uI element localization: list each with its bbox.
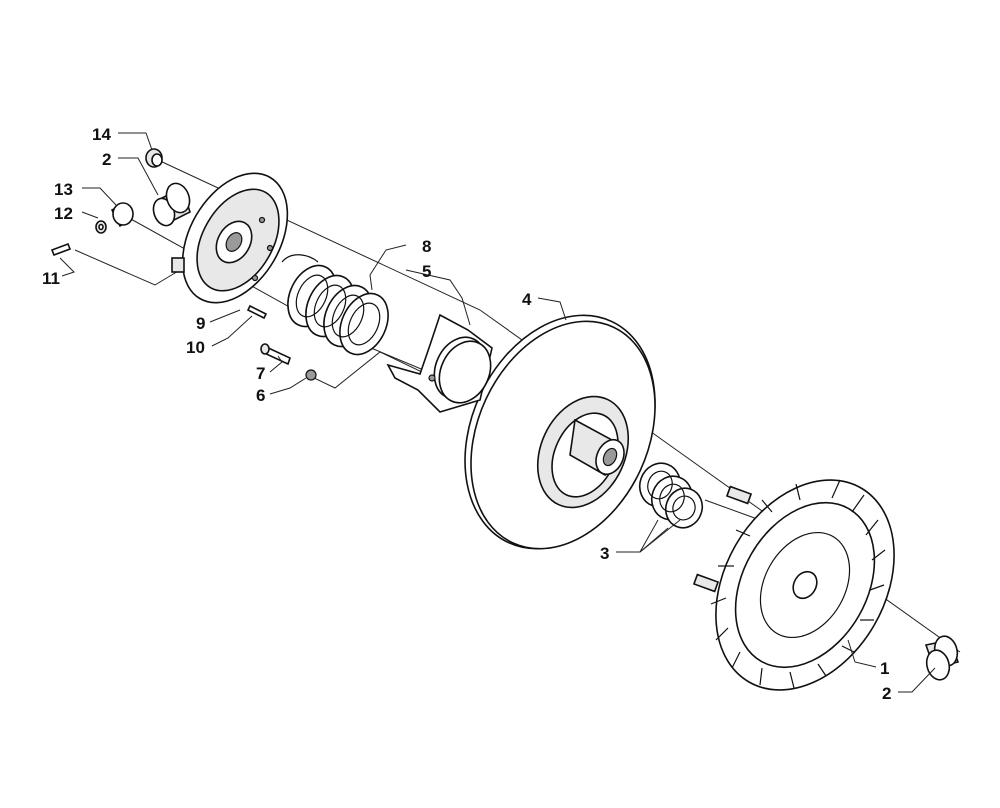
part-5-cam: [386, 313, 493, 413]
callout-2-right: 2: [882, 684, 891, 703]
callout-11: 11: [42, 269, 60, 288]
callout-9: 9: [196, 314, 205, 333]
part-8-spring: [281, 254, 389, 356]
callout-14: 14: [92, 125, 111, 144]
callout-4: 4: [522, 290, 532, 309]
part-6-nut: [305, 369, 317, 381]
callout-8: 8: [422, 237, 431, 256]
callout-5: 5: [422, 262, 431, 281]
part-spider-plate: [171, 172, 289, 304]
part-1-driven-sheave: [692, 479, 895, 691]
callout-12: 12: [54, 204, 73, 223]
leader-lines: [59, 132, 936, 693]
part-4-moveable-sheave: [464, 314, 656, 550]
part-9-pin: [246, 304, 268, 320]
part-2-bushing-right: [924, 635, 960, 681]
part-12-washer: [95, 220, 107, 234]
callout-labels: 14 2 13 12 11 9 10 7 6 8 5 4 3 1 2: [42, 125, 891, 703]
part-3-spring-set: [638, 462, 704, 529]
callout-6: 6: [256, 386, 265, 405]
callout-2-left: 2: [102, 150, 111, 169]
callout-10: 10: [186, 338, 205, 357]
callout-7: 7: [256, 364, 265, 383]
part-13-roller: [110, 202, 134, 228]
callout-1: 1: [880, 659, 889, 678]
part-7-screw: [260, 343, 291, 366]
callout-13: 13: [54, 180, 73, 199]
part-2-bushing-left: [152, 182, 191, 227]
part-14-bushing: [145, 148, 163, 168]
callout-3: 3: [600, 544, 609, 563]
part-11-pin: [50, 242, 72, 257]
